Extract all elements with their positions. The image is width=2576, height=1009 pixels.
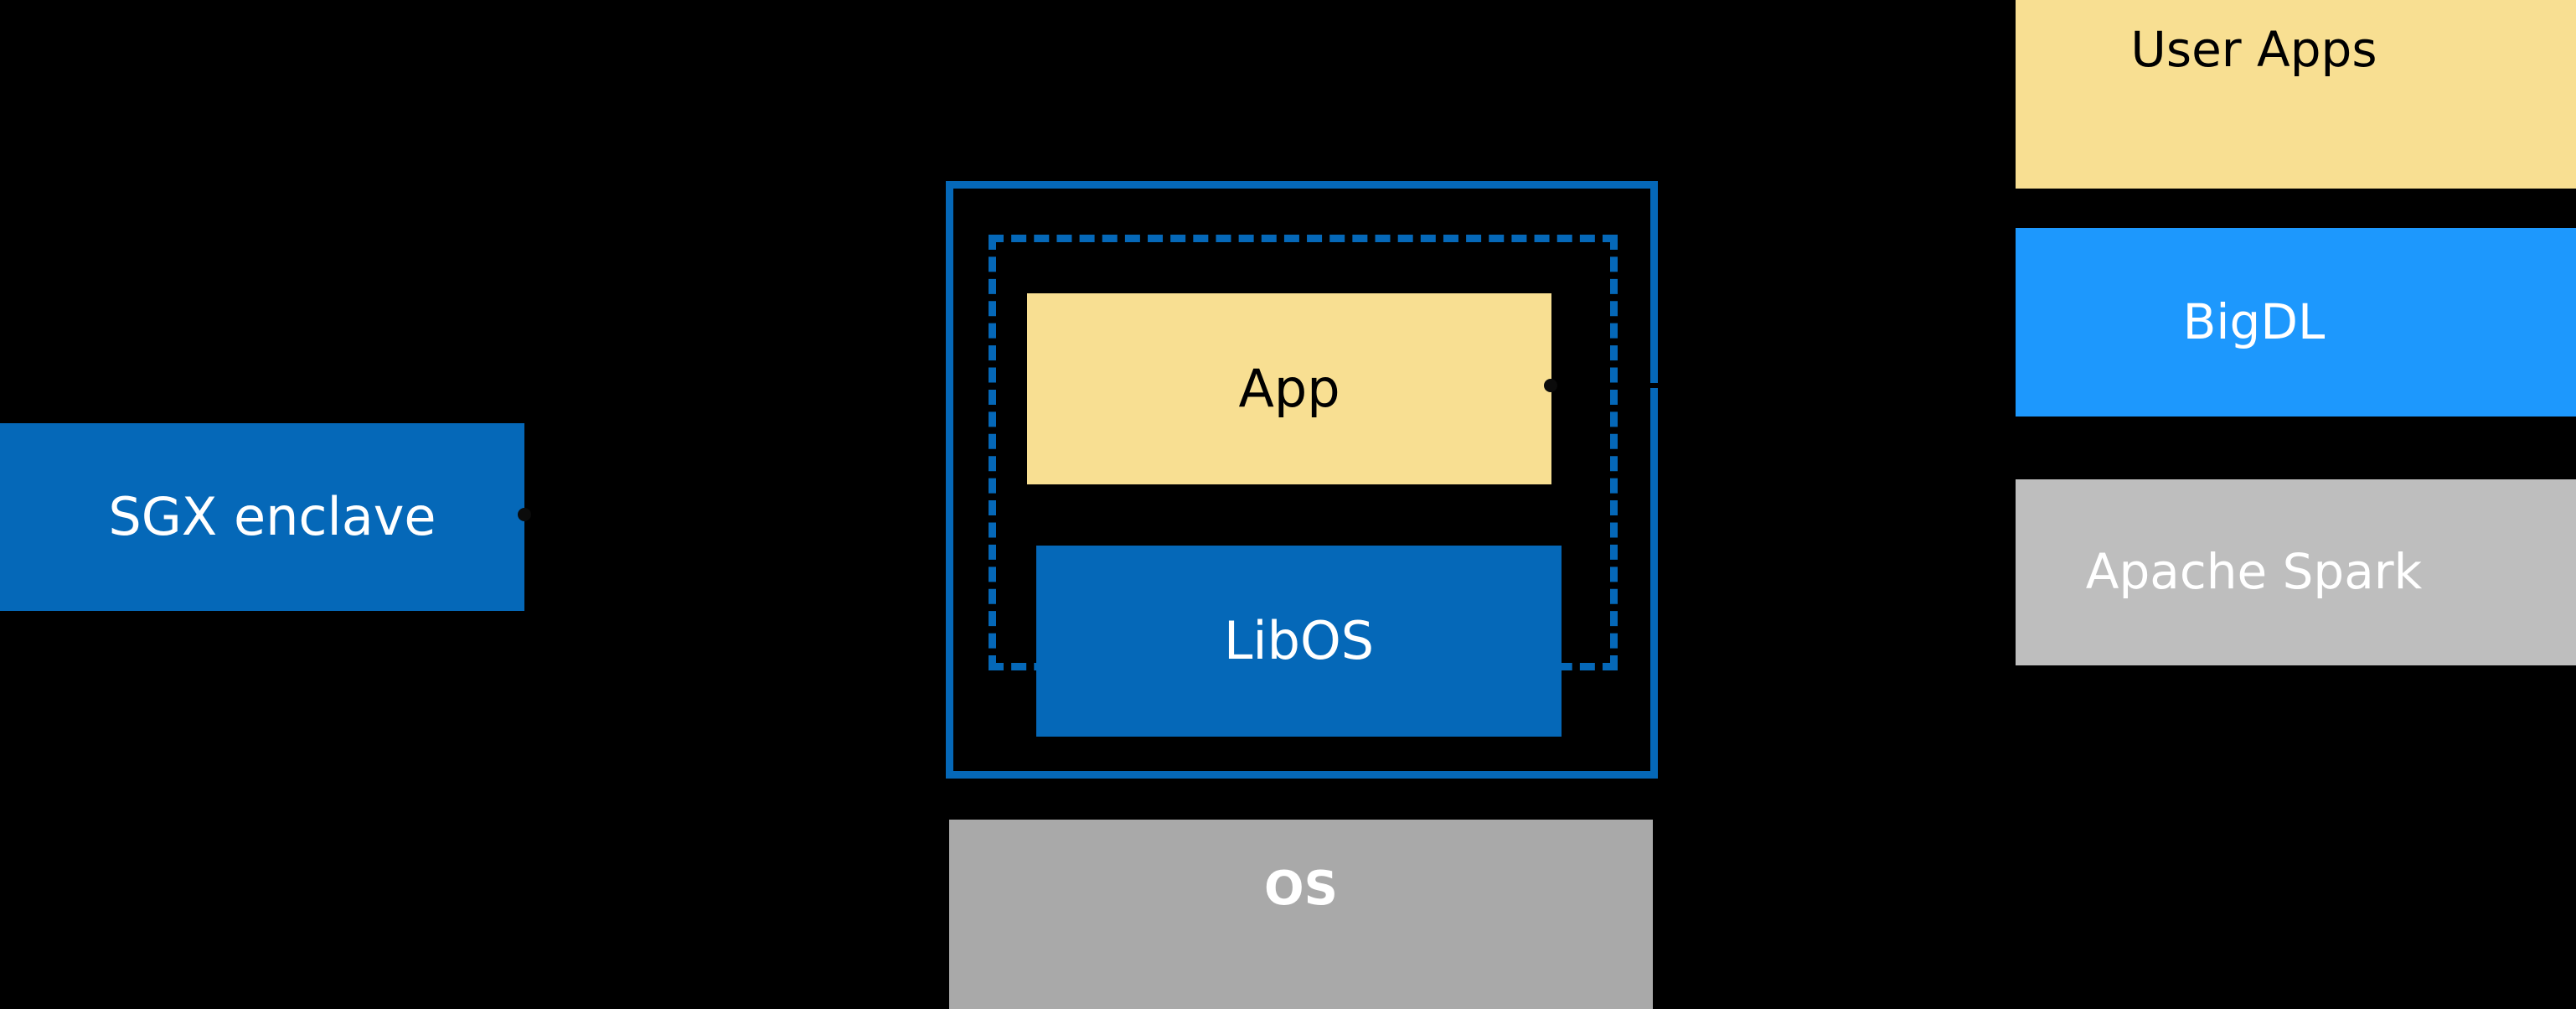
sgx-enclave-label: SGX enclave xyxy=(108,485,436,547)
app-to-user-apps-connector-line xyxy=(1551,383,2017,388)
os-box: OS xyxy=(949,820,1653,1009)
enclave-outline-rect xyxy=(946,181,1658,779)
app-connector-endpoint-dot xyxy=(1544,379,1557,392)
app-box: App xyxy=(1027,293,1551,484)
apache-spark-box: Apache Spark xyxy=(2016,479,2576,665)
app-label: App xyxy=(1238,357,1340,419)
sgx-connector-endpoint-dot xyxy=(518,508,531,521)
user-apps-box: User Apps xyxy=(2016,0,2576,189)
os-label: OS xyxy=(1264,862,1338,916)
sgx-to-enclave-connector-line xyxy=(524,512,947,517)
sgx-enclave-box: SGX enclave xyxy=(0,423,524,611)
libos-box: LibOS xyxy=(1036,546,1562,737)
bigdl-label: BigDL xyxy=(2182,292,2326,350)
libos-label: LibOS xyxy=(1223,609,1375,671)
user-apps-label: User Apps xyxy=(2130,21,2377,78)
apache-spark-label: Apache Spark xyxy=(2085,543,2423,601)
bigdl-box: BigDL xyxy=(2016,228,2576,417)
